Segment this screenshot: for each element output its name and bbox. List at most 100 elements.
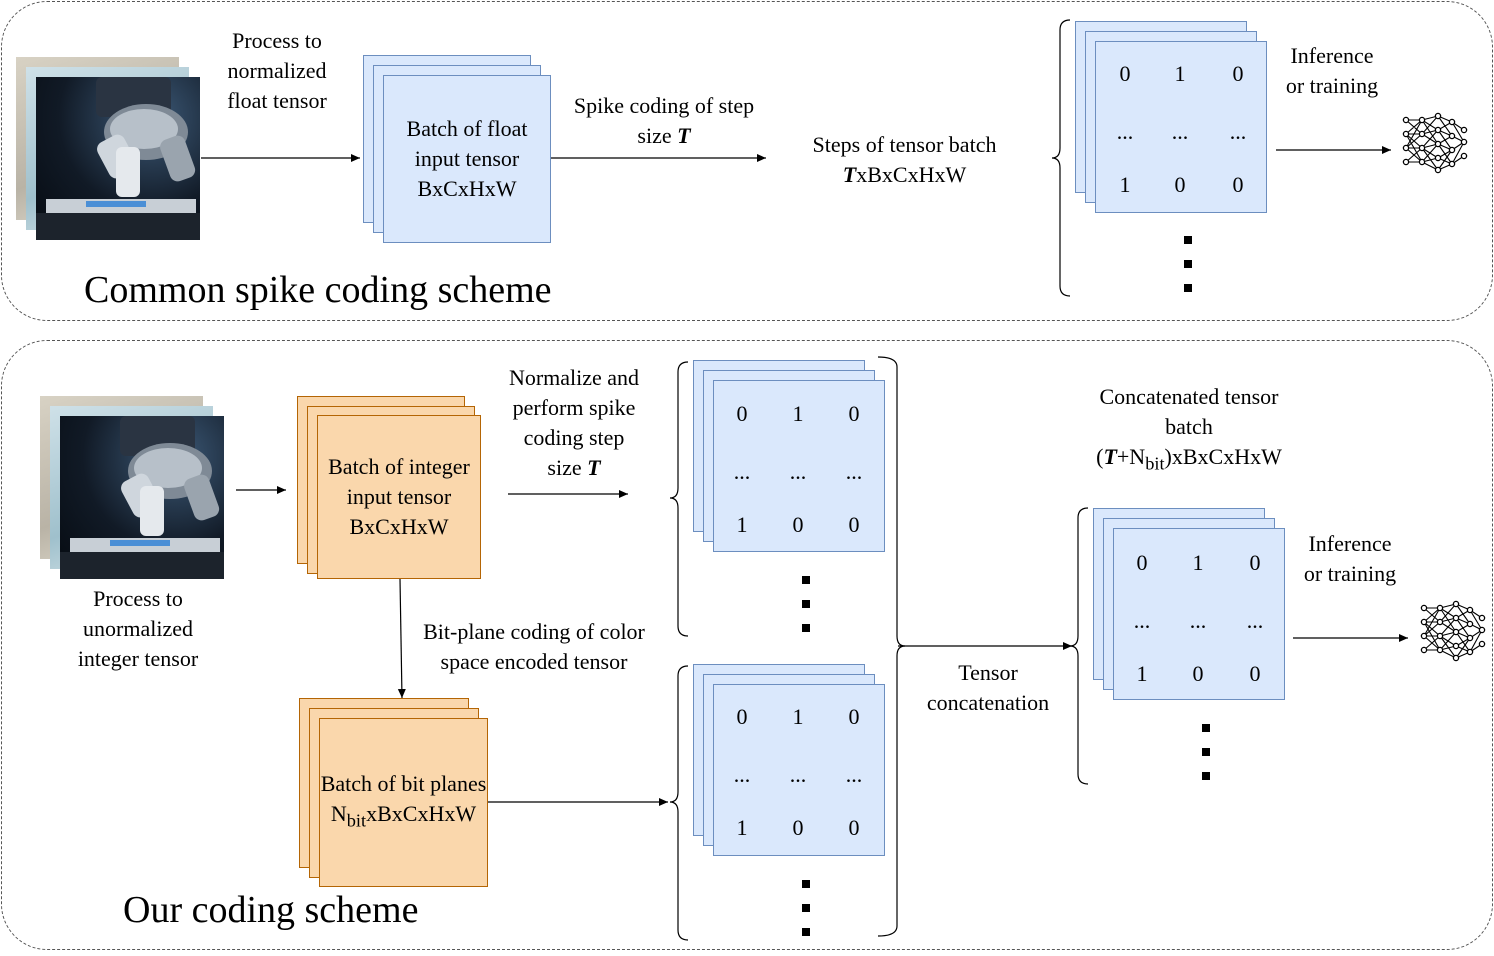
up-m-2-2: 0: [848, 512, 860, 537]
top-m-0-2: 0: [1232, 61, 1244, 86]
concat-T: T: [1103, 444, 1117, 469]
cc-m-1-2: ...: [1246, 608, 1264, 633]
top-m-2-0: 1: [1119, 172, 1131, 197]
top-process-label: Process to normalized float tensor: [227, 28, 327, 113]
cc-m-0-2: 0: [1249, 550, 1261, 575]
concat-sub: bit: [1145, 453, 1165, 474]
up-m-1-2: ...: [845, 459, 863, 484]
concat-ellipsis-dot-3: [1202, 772, 1210, 780]
top-brace: [1051, 19, 1071, 297]
top-spike-label-b: size: [637, 123, 678, 148]
bit-tensor-sheet-3: [319, 718, 488, 887]
up-m-0-2: 0: [848, 401, 860, 426]
concat-open: (: [1096, 444, 1104, 469]
top-inference-label: Inference or training: [1285, 43, 1379, 98]
up-m-2-1: 0: [792, 512, 804, 537]
nn-edges-2: [1423, 603, 1483, 659]
lower-left-brace: [669, 665, 689, 941]
top-m-2-2: 0: [1232, 172, 1244, 197]
microscope-icon: [36, 77, 200, 240]
cc-m-0-0: 0: [1136, 550, 1148, 575]
top-ellipsis-dot-1: [1184, 236, 1192, 244]
bottom-normalize-a: Normalize and perform spike coding step: [508, 365, 640, 450]
top-steps-label: Steps of tensor batch TxBxCxHxW: [792, 130, 1017, 190]
concat-left-brace: [1069, 507, 1089, 785]
cc-m-1-0: ...: [1133, 608, 1151, 633]
bottom-normalize-label: Normalize and perform spike coding step …: [494, 363, 654, 483]
lo-m-0-0: 0: [736, 704, 748, 729]
upper-ellipsis-dot-1: [802, 576, 810, 584]
lo-m-2-2: 0: [848, 815, 860, 840]
bit-tensor-b: xBxCxHxW: [366, 801, 477, 827]
int-tensor-label: Batch of integer input tensor BxCxHxW: [328, 454, 470, 539]
right-merge-brace: [877, 356, 906, 937]
top-m-1-1: ...: [1171, 119, 1189, 144]
top-steps-a: Steps of tensor batch: [812, 132, 997, 157]
concat-label: Tensor concatenation: [926, 660, 1050, 715]
up-m-1-1: ...: [789, 459, 807, 484]
top-spike-T: T: [677, 123, 691, 148]
top-ellipsis-dot-3: [1184, 284, 1192, 292]
bottom-panel: [1, 340, 1493, 950]
lo-m-1-1: ...: [789, 762, 807, 787]
bit-tensor-label: Batch of bit planes NbitxBxCxHxW: [319, 718, 488, 887]
up-m-0-0: 0: [736, 401, 748, 426]
top-m-0-0: 0: [1119, 61, 1131, 86]
top-spike-label-a: Spike coding of step: [573, 93, 755, 118]
bit-sub: bit: [346, 810, 367, 831]
top-spike-label: Spike coding of step size T: [555, 91, 773, 151]
top-steps-b: xBxCxHxW: [856, 162, 967, 187]
microscope-photo-2: [60, 416, 224, 579]
concat-sheet-3: [1113, 528, 1285, 700]
lo-m-0-1: 1: [792, 704, 804, 729]
concat-ellipsis-dot-2: [1202, 748, 1210, 756]
cc-m-2-1: 0: [1192, 661, 1204, 686]
concat-title-a: Concatenated tensor batch: [1099, 384, 1279, 439]
upper-left-brace: [669, 361, 689, 637]
nn-nodes: [1402, 112, 1468, 174]
cc-m-0-1: 1: [1192, 550, 1204, 575]
concat-plus: +N: [1116, 444, 1146, 469]
lower-ellipsis-dot-1: [802, 880, 810, 888]
lo-m-2-0: 1: [736, 815, 748, 840]
cc-m-1-1: ...: [1189, 608, 1207, 633]
bit-tensor-a: Batch of bit planes: [320, 771, 487, 797]
top-m-1-2: ...: [1229, 119, 1247, 144]
nn-nodes-2: [1420, 600, 1486, 662]
float-tensor-label: Batch of float input tensor BxCxHxW: [406, 116, 528, 201]
top-m-1-0: ...: [1116, 119, 1134, 144]
microscope-icon-2: [60, 416, 224, 579]
bottom-process-label: Process to unormalized integer tensor: [77, 586, 199, 671]
top-title: Common spike coding scheme: [84, 269, 552, 311]
int-tensor-sheet-3: [317, 415, 481, 579]
cc-m-2-0: 1: [1136, 661, 1148, 686]
bitplane-label: Bit-plane coding of color space encoded …: [423, 619, 645, 674]
bit-N: N: [330, 801, 347, 827]
concat-tail: )xBxCxHxW: [1164, 444, 1282, 469]
lo-m-0-2: 0: [848, 704, 860, 729]
bottom-inference-label: Inference or training: [1303, 531, 1397, 586]
top-steps-T: T: [842, 162, 857, 187]
cc-m-2-2: 0: [1249, 661, 1261, 686]
top-ellipsis-dot-2: [1184, 260, 1192, 268]
lo-m-1-0: ...: [733, 762, 751, 787]
neural-network-icon: [1402, 112, 1468, 174]
up-m-0-1: 1: [792, 401, 804, 426]
lower-ellipsis-dot-3: [802, 928, 810, 936]
lower-spike-sheet-3: [713, 684, 885, 856]
float-tensor-sheet-3: [383, 75, 551, 243]
up-m-1-0: ...: [733, 459, 751, 484]
nn-edges: [1405, 115, 1465, 171]
bottom-normalize-b: size: [547, 455, 588, 480]
top-m-2-1: 0: [1174, 172, 1186, 197]
microscope-photo: [36, 77, 200, 240]
concat-title: Concatenated tensor batch (T+Nbit)xBxCxH…: [1074, 382, 1304, 478]
top-m-0-1: 1: [1174, 61, 1186, 86]
up-m-2-0: 1: [736, 512, 748, 537]
lo-m-1-2: ...: [845, 762, 863, 787]
